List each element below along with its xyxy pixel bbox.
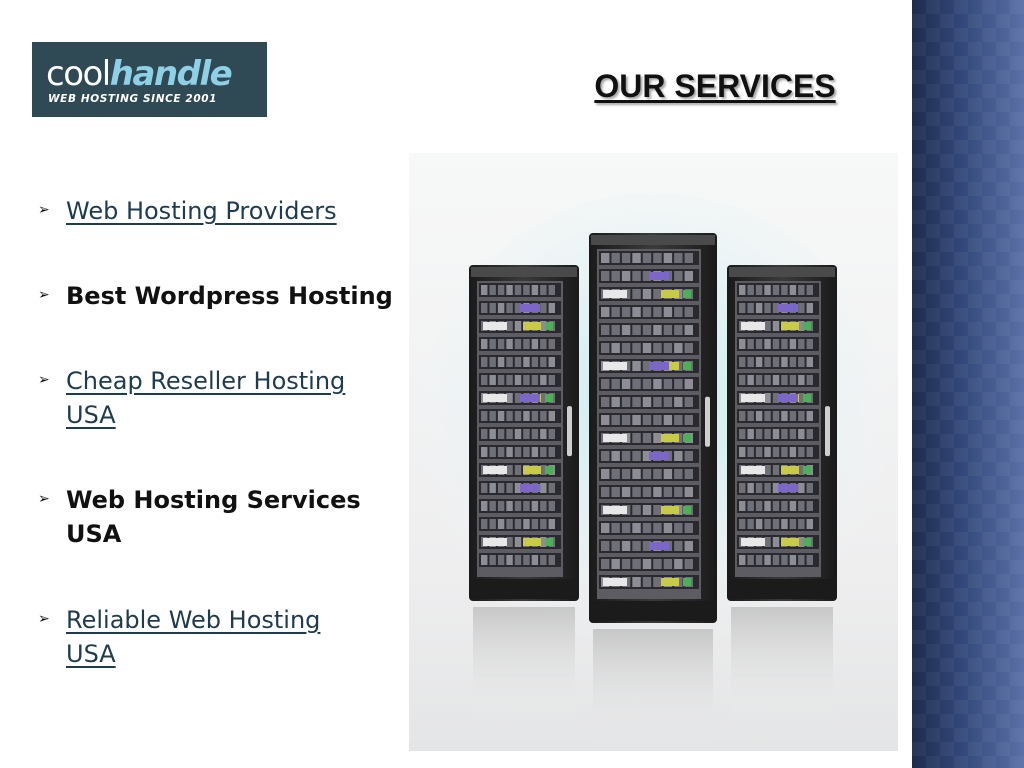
server-rack-center bbox=[589, 233, 717, 749]
decorative-side-band bbox=[912, 0, 1024, 768]
logo-word-cool: cool bbox=[46, 54, 111, 94]
server-racks-image bbox=[409, 153, 898, 751]
arrow-bullet-icon: ➢ bbox=[38, 287, 50, 303]
service-link-web-hosting-providers[interactable]: Web Hosting Providers bbox=[66, 197, 337, 225]
service-item-best-wordpress-hosting: ➢ Best Wordpress Hosting bbox=[38, 279, 408, 313]
arrow-bullet-icon: ➢ bbox=[38, 202, 50, 218]
logo-word-handle: handle bbox=[109, 54, 233, 94]
arrow-bullet-icon: ➢ bbox=[38, 611, 50, 627]
service-item-web-hosting-providers: ➢ Web Hosting Providers bbox=[38, 194, 408, 228]
coolhandle-logo: coolhandle WEB HOSTING SINCE 2001 bbox=[32, 42, 267, 117]
service-item-cheap-reseller-hosting: ➢ Cheap Reseller Hosting USA bbox=[38, 364, 383, 432]
service-link-cheap-reseller-hosting[interactable]: Cheap Reseller Hosting USA bbox=[66, 367, 346, 429]
service-text-web-hosting-services: Web Hosting Services USA bbox=[66, 486, 361, 548]
logo-tagline: WEB HOSTING SINCE 2001 bbox=[48, 93, 218, 105]
server-rack-right bbox=[727, 265, 837, 727]
service-text-best-wordpress-hosting: Best Wordpress Hosting bbox=[66, 282, 393, 310]
arrow-bullet-icon: ➢ bbox=[38, 372, 50, 388]
slide-title: OUR SERVICES bbox=[594, 68, 836, 104]
service-item-web-hosting-services: ➢ Web Hosting Services USA bbox=[38, 483, 368, 551]
logo-wordmark: coolhandle bbox=[46, 54, 233, 94]
server-rack-left bbox=[469, 265, 579, 727]
arrow-bullet-icon: ➢ bbox=[38, 491, 50, 507]
server-racks-illustration bbox=[419, 193, 889, 749]
service-item-reliable-web-hosting: ➢ Reliable Web Hosting USA bbox=[38, 603, 368, 671]
service-link-reliable-web-hosting[interactable]: Reliable Web Hosting USA bbox=[66, 606, 321, 668]
